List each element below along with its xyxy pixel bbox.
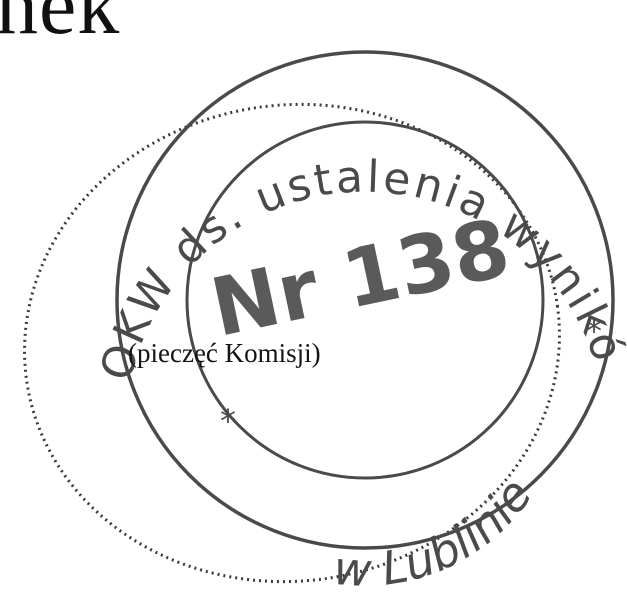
stamp-star-left: * [220,402,236,440]
heading-text-fragment: nek [0,0,121,52]
stamp-inner-ring [185,120,545,480]
stamp-location-text: w Lublinie [332,468,542,597]
stamp-outer-ring [115,50,615,550]
dotted-signature-circle [23,102,561,584]
seal-caption: (pieczęć Komisji) [128,338,321,368]
stamp-star-right: * [586,312,602,350]
